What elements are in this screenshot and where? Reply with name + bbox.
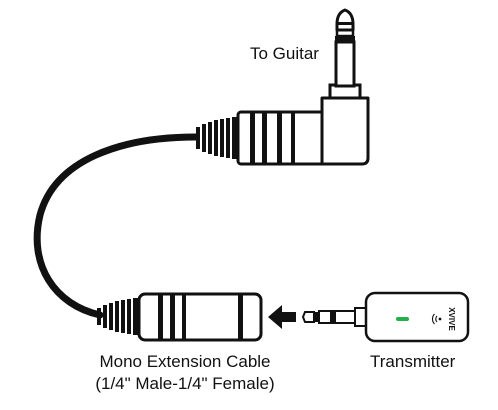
female-jack bbox=[97, 292, 263, 342]
cable bbox=[33, 133, 200, 319]
transmitter-label: Transmitter bbox=[370, 352, 456, 371]
top-plug-elbow bbox=[320, 96, 370, 166]
right-angle-plug bbox=[196, 8, 370, 166]
top-strain-relief bbox=[196, 117, 238, 159]
top-plug-shaft bbox=[334, 40, 356, 88]
transmitter-body bbox=[364, 291, 470, 343]
cable-label-line2: (1/4" Male-1/4" Female) bbox=[95, 374, 275, 393]
to-guitar-label: To Guitar bbox=[250, 44, 319, 63]
cable-label-line1: Mono Extension Cable bbox=[99, 352, 271, 371]
bottom-strain-relief bbox=[97, 298, 139, 335]
transmitter-brand: XVIVE bbox=[447, 307, 456, 331]
top-plug-body bbox=[236, 110, 328, 166]
top-plug-tip bbox=[335, 8, 355, 32]
transmitter: XVIVE bbox=[301, 291, 470, 343]
status-led bbox=[396, 317, 409, 321]
arrow-left-icon bbox=[268, 305, 296, 329]
bottom-jack-body bbox=[137, 292, 263, 342]
wireless-icon bbox=[432, 313, 442, 325]
